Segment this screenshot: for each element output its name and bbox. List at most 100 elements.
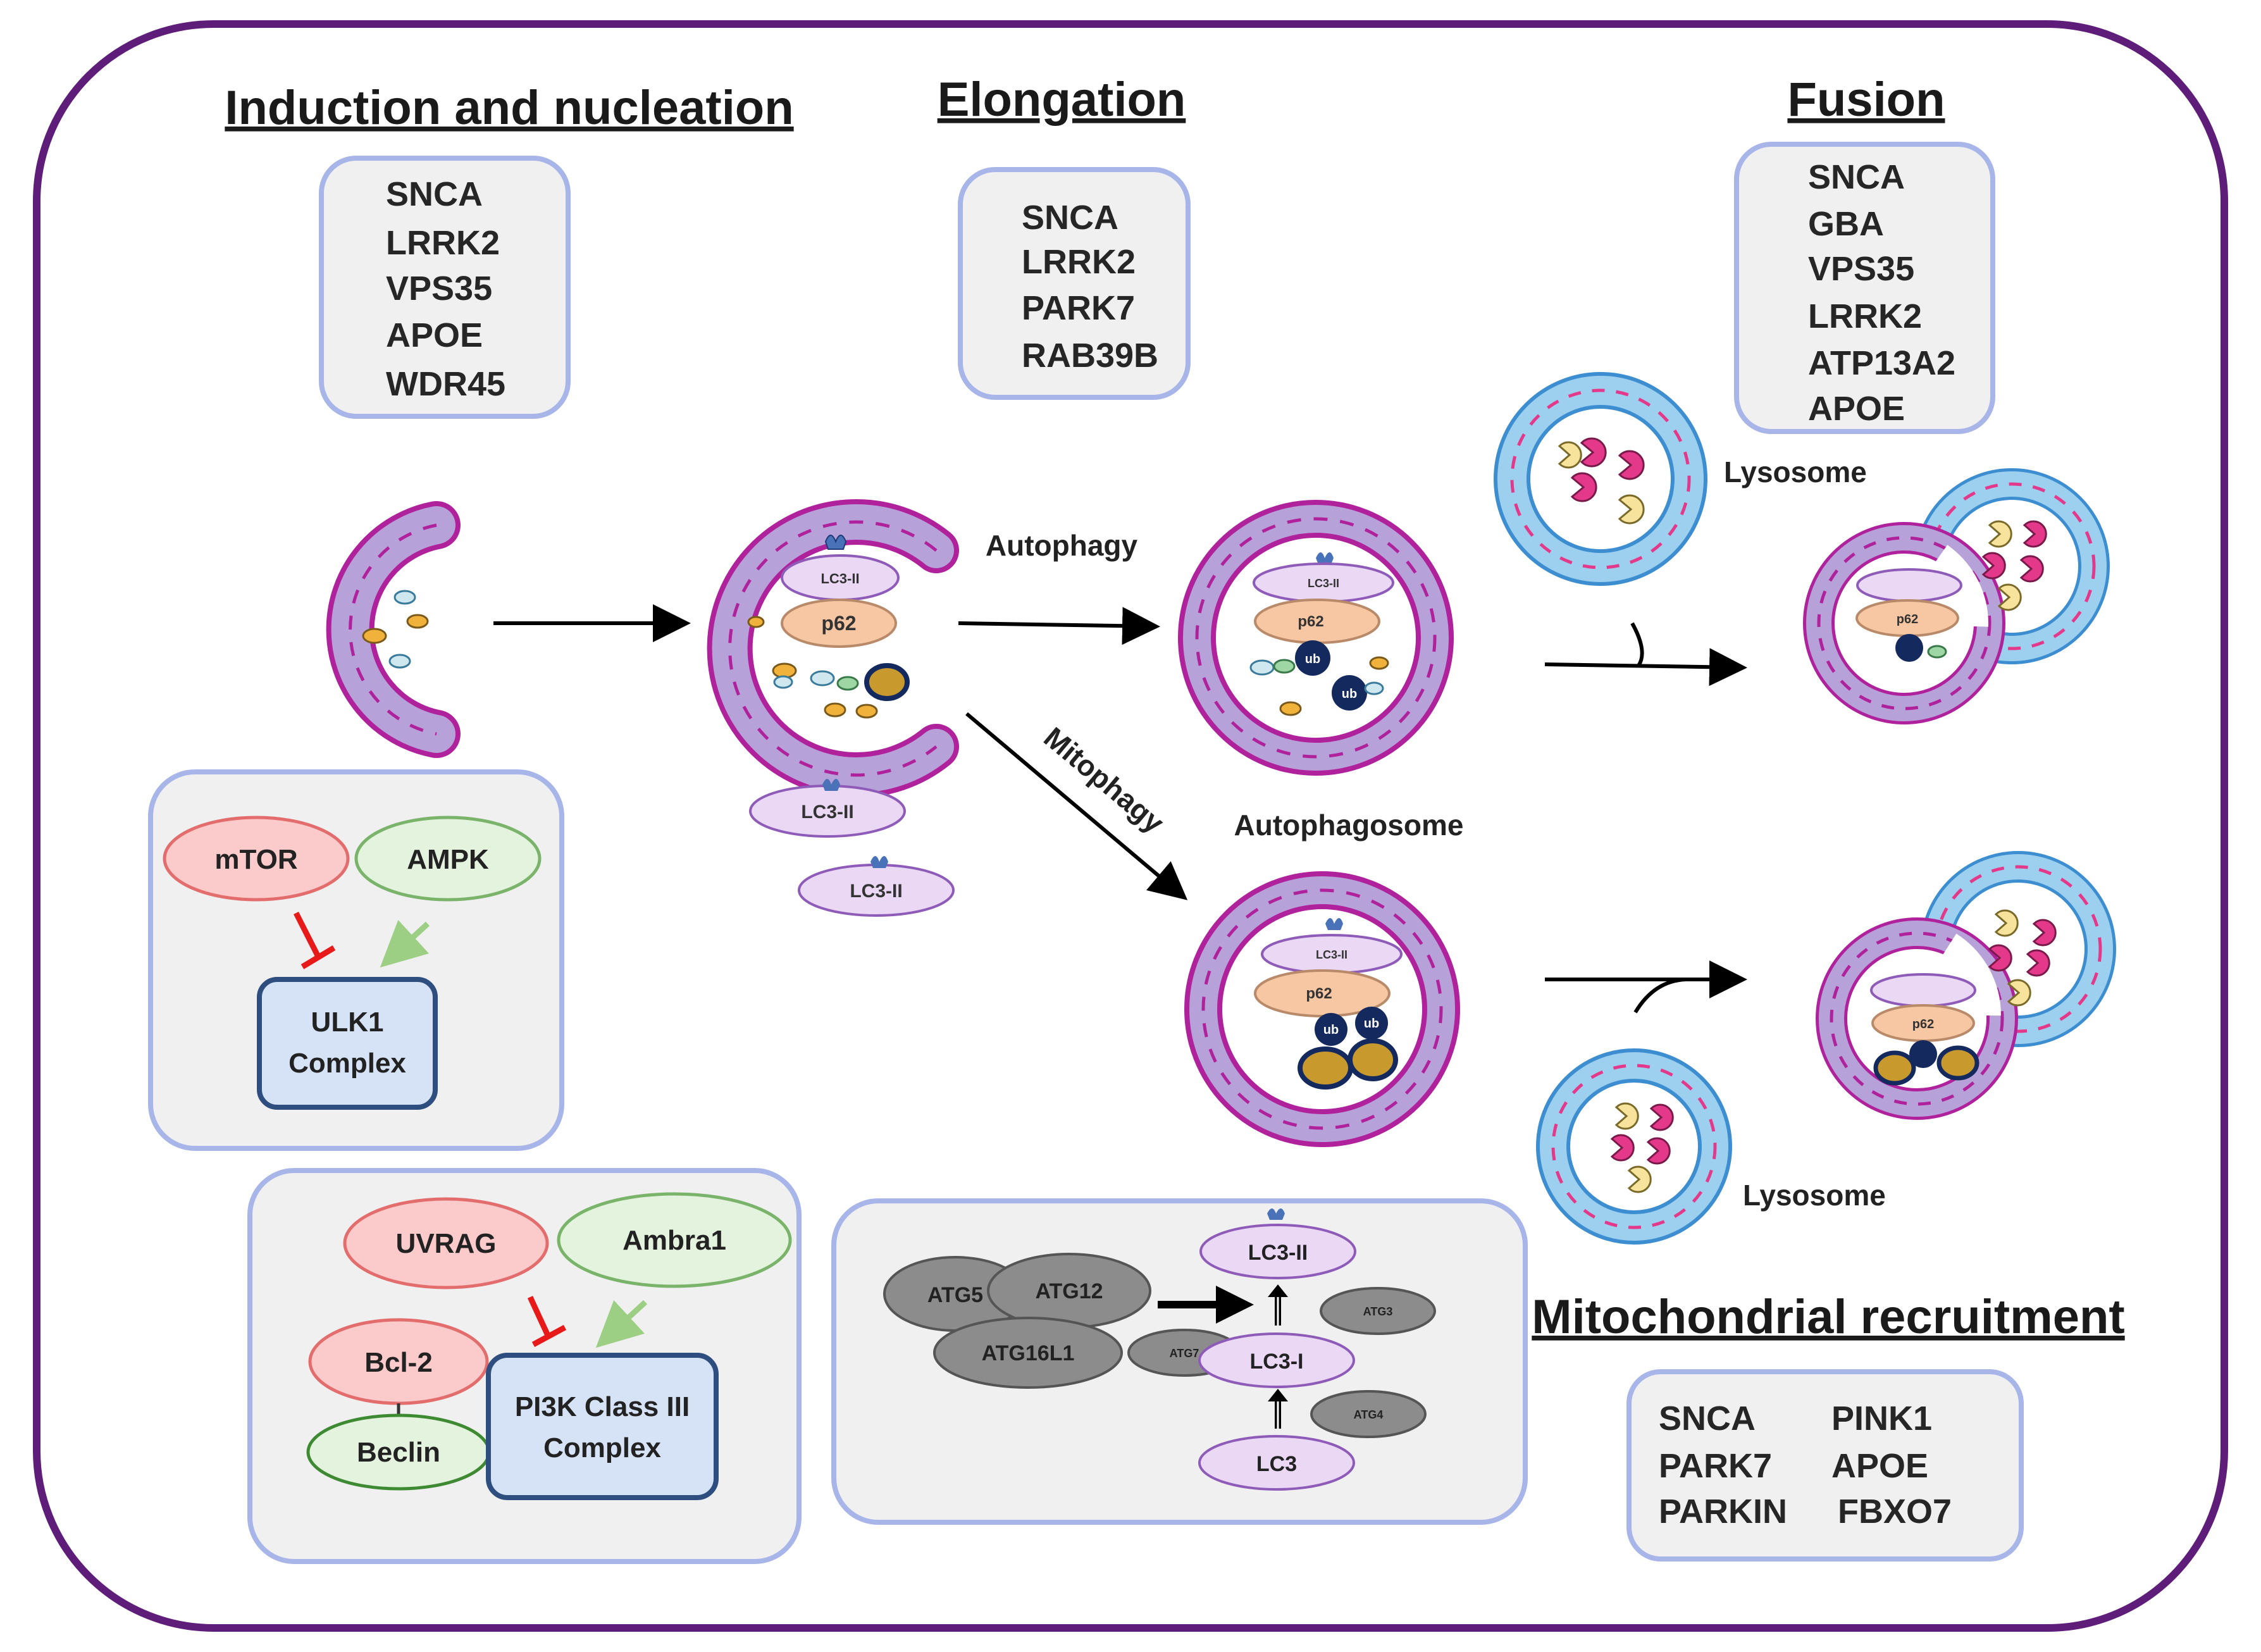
- activate-arrow-icon: [595, 1300, 648, 1348]
- mtor-node: [163, 816, 350, 902]
- ubiquitin-icon: [1315, 1013, 1347, 1046]
- lc3-i-node-label: LC3-I: [1250, 1350, 1304, 1374]
- cargo-icon: [1279, 701, 1302, 716]
- gene-label: LRRK2: [386, 224, 500, 262]
- atg5-label: ATG5: [927, 1283, 983, 1307]
- gene-box-elongation: SNCA LRRK2 PARK7 RAB39B: [958, 167, 1191, 400]
- ub-label: ub: [1342, 687, 1357, 701]
- ulk1-complex-label: Complex: [288, 1048, 406, 1079]
- gene-label: LRRK2: [1022, 243, 1136, 281]
- lc3-ii-oval: [1870, 973, 1976, 1007]
- receptor-icon: [1325, 918, 1343, 930]
- atg7-label: ATG7: [1170, 1347, 1199, 1360]
- autophagosome-top: LC3-II p62 ub ub: [1178, 500, 1454, 776]
- arrow-autophagy: [958, 607, 1160, 645]
- cargo-icon: [1927, 645, 1947, 659]
- lc3-ii-oval: [1856, 568, 1962, 602]
- gene-label: PARK7: [1022, 289, 1135, 327]
- mitochondrion-icon: [864, 663, 910, 701]
- enzyme-icon: [2019, 555, 2044, 583]
- ampk-label: AMPK: [407, 844, 489, 875]
- ub-label: ub: [1364, 1017, 1379, 1031]
- cargo-icon: [1369, 656, 1389, 670]
- mitochondrion-icon: [1347, 1038, 1398, 1081]
- enzyme-icon: [1994, 909, 2019, 937]
- ubiquitin-icon: [1295, 640, 1330, 676]
- pi3k-regulation-box: UVRAG Ambra1 Bcl-2 Beclin PI3K Class III…: [247, 1168, 802, 1564]
- gene-box-induction: SNCA LRRK2 VPS35 APOE WDR45: [319, 156, 571, 419]
- p62-label: p62: [1897, 612, 1918, 626]
- mitochondrion-icon: [1298, 1046, 1353, 1090]
- receptor-icon: [822, 779, 840, 791]
- atg4-label: ATG4: [1354, 1408, 1384, 1421]
- gene-label: PINK1: [1831, 1400, 1932, 1438]
- autolysosome-top: p62: [1803, 468, 2110, 724]
- enzyme-icon: [2032, 919, 2057, 947]
- heading-elongation: Elongation: [938, 73, 1186, 127]
- atg12-label: ATG12: [1035, 1279, 1103, 1303]
- ubiquitin-icon: [1895, 634, 1923, 662]
- enzyme-icon: [1988, 520, 2012, 548]
- autophagosome-label: Autophagosome: [1234, 809, 1464, 842]
- receptor-icon: [870, 856, 888, 868]
- enzyme-icon: [1627, 1165, 1652, 1193]
- lc3-node-label: LC3: [1256, 1452, 1297, 1476]
- pi3k-label-line2: Complex: [543, 1432, 661, 1463]
- gene-label: FBXO7: [1838, 1493, 1952, 1531]
- gene-label: APOE: [386, 316, 483, 354]
- p62-label: p62: [821, 612, 856, 635]
- lysosome-top: [1494, 372, 1707, 586]
- lc3-ii-node: [1199, 1224, 1356, 1279]
- enzyme-icon: [1981, 552, 2006, 580]
- lc3-ii-label: LC3-II: [1308, 577, 1339, 590]
- up-arrow-icon: [1268, 1284, 1288, 1326]
- arrow-fusion-bottom: [1545, 960, 1747, 1014]
- gene-label: SNCA: [386, 175, 483, 213]
- lc3-node: [1198, 1435, 1355, 1491]
- ambra1-node: [557, 1192, 792, 1288]
- gene-label: SNCA: [1659, 1400, 1756, 1438]
- autophagy-label: Autophagy: [986, 529, 1138, 562]
- cargo-icon: [393, 590, 416, 605]
- ulk1-label: ULK1: [311, 1007, 384, 1038]
- pi3k-complex-node: [486, 1353, 719, 1500]
- uvrag-node: [343, 1197, 549, 1289]
- enzyme-icon: [1646, 1137, 1671, 1165]
- lc3-ii-node-label: LC3-II: [1248, 1241, 1308, 1265]
- receptor-icon: [824, 535, 847, 550]
- enzyme-icon: [1558, 441, 1582, 469]
- enzyme-icon: [2007, 979, 2031, 1007]
- cargo-icon: [773, 675, 793, 689]
- autolysosome-bottom: p62: [1816, 851, 2116, 1120]
- cargo-icon: [810, 670, 835, 686]
- gene-label: APOE: [1831, 1447, 1928, 1485]
- gene-label: ATP13A2: [1808, 344, 1955, 382]
- lysosome-bottom: [1536, 1048, 1732, 1245]
- enzyme-icon: [1580, 437, 1607, 468]
- lc3-ii-label: LC3-II: [821, 571, 859, 587]
- enzyme-icon: [1988, 944, 2012, 972]
- enzyme-icon: [2026, 949, 2050, 977]
- lc3-ii-label: LC3-II: [850, 881, 902, 902]
- bcl2-label: Bcl-2: [364, 1347, 433, 1378]
- lc3-i-node: [1198, 1332, 1355, 1388]
- activate-arrow-icon: [380, 919, 430, 968]
- cargo-icon: [747, 616, 765, 628]
- gene-label: SNCA: [1808, 158, 1905, 196]
- cargo-icon: [406, 614, 429, 629]
- lc3-ii-label: LC3-II: [1316, 948, 1347, 961]
- atg3-node: [1320, 1287, 1436, 1335]
- cargo-icon: [1364, 681, 1384, 695]
- ampk-node: [354, 816, 542, 902]
- enzyme-icon: [1614, 1102, 1639, 1130]
- inhibit-icon: [527, 1296, 567, 1347]
- lc3-ii-label: LC3-II: [801, 802, 853, 823]
- expanding-phagophore: LC3-II p62: [707, 499, 959, 798]
- gene-label: GBA: [1808, 205, 1884, 243]
- pi3k-label-line1: PI3K Class III: [515, 1391, 690, 1422]
- gene-box-mitochondrial: SNCA PARK7 PARKIN PINK1 APOE FBXO7: [1626, 1369, 2024, 1562]
- beclin-label: Beclin: [357, 1437, 440, 1468]
- mitophagosome-bottom: LC3-II p62 ub ub: [1184, 871, 1460, 1147]
- lysosome-top-label: Lysosome: [1724, 456, 1867, 488]
- receptor-icon: [1267, 1208, 1285, 1220]
